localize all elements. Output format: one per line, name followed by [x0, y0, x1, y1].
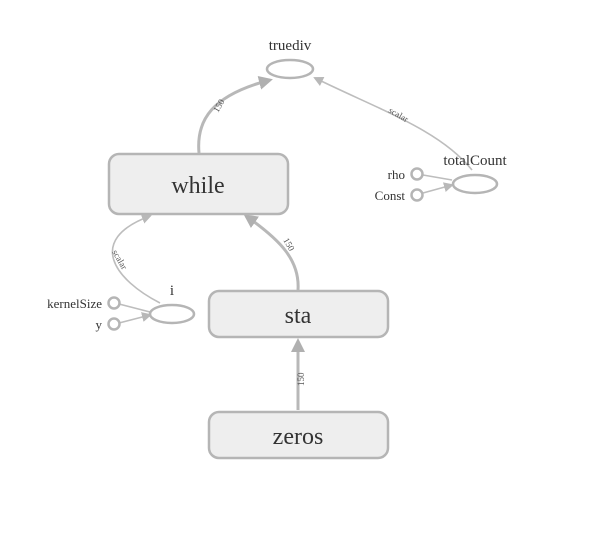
edge-totalcount-to-truediv[interactable] [313, 77, 473, 171]
label-i: i [170, 283, 174, 299]
node-y[interactable] [107, 317, 121, 331]
edge-i-to-while[interactable] [111, 214, 161, 304]
label-kernelsize: kernelSize [47, 296, 102, 311]
edge-sta-to-while[interactable] [243, 214, 300, 291]
edge-const-to-totalcount [422, 182, 454, 194]
edge-while-to-truediv[interactable] [197, 75, 273, 154]
label-truediv: truediv [269, 38, 312, 54]
node-kernelsize[interactable] [107, 296, 121, 310]
node-while[interactable] [107, 152, 290, 216]
label-const: Const [375, 188, 406, 203]
label-rho: rho [388, 167, 405, 182]
node-totalcount[interactable] [451, 173, 499, 195]
node-sta[interactable] [207, 289, 390, 339]
edge-label-totalcount-to-truediv: scalar [387, 105, 410, 124]
node-truediv[interactable] [265, 58, 315, 80]
node-rho[interactable] [410, 167, 424, 181]
node-const[interactable] [410, 188, 424, 202]
node-zeros[interactable] [207, 410, 390, 460]
edge-y-to-i [118, 312, 152, 324]
label-totalcount: totalCount [443, 153, 507, 169]
edge-label-zeros-to-sta: 150 [296, 372, 306, 386]
edge-kernelsize-to-i [118, 303, 151, 313]
label-sta: sta [285, 303, 312, 329]
label-while: while [171, 173, 224, 199]
label-zeros: zeros [273, 424, 324, 450]
edge-rho-to-totalcount [422, 174, 453, 181]
node-i[interactable] [148, 303, 196, 325]
label-y: y [96, 317, 103, 332]
